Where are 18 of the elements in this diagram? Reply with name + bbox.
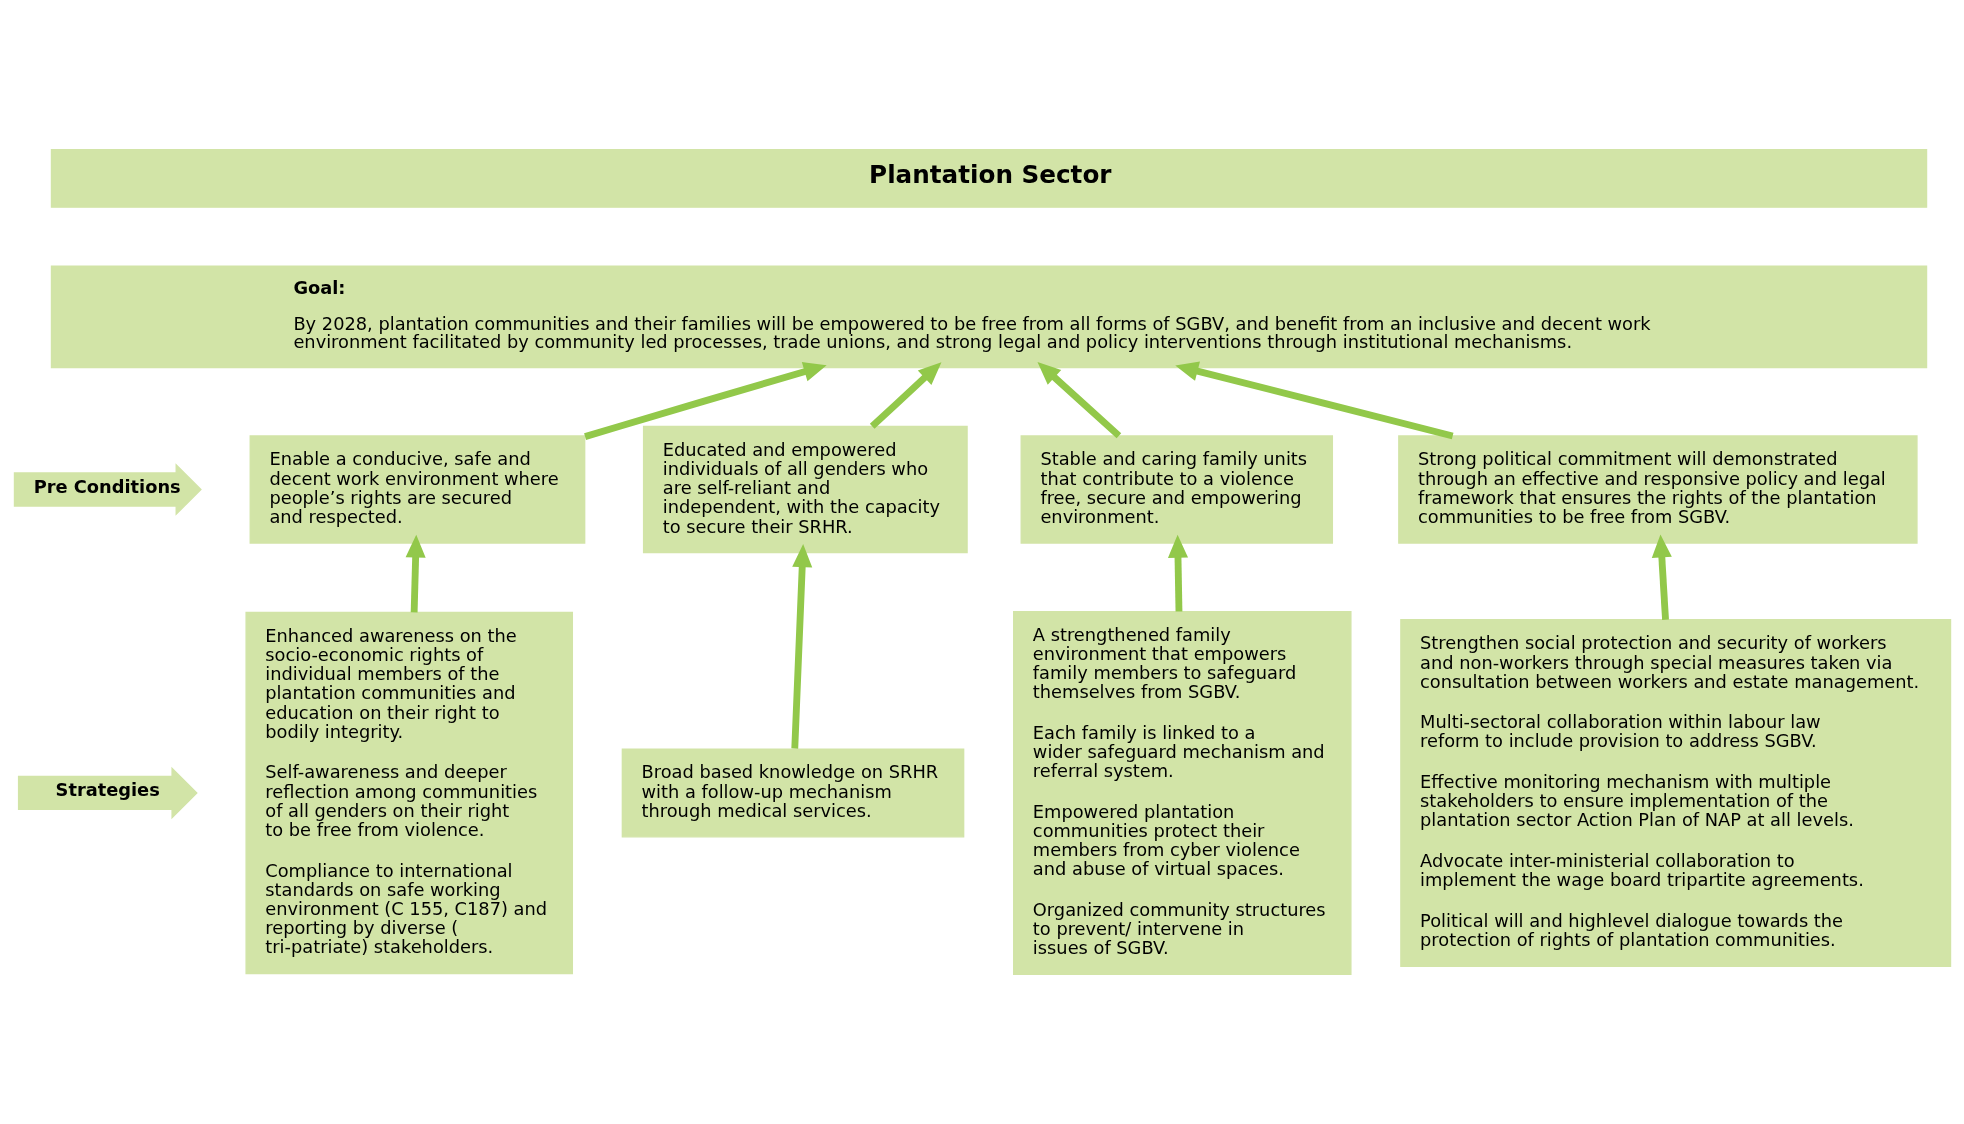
arrow bbox=[583, 361, 827, 440]
node-box: Enhanced awareness on the socio-economic rights of individual members of the plantation communities and education on their right to bodily integrity. Self-awareness and deeper reflection among communities of all genders on their right to be free from violence. Compliance to international standards on safe working environment (C 155, C187) and reporting by diverse ( tri-patriate) stakeholders. bbox=[244, 611, 573, 975]
node-box: Stable and caring family units that contribute to a violence free, secure and empowering environment. bbox=[1020, 435, 1333, 544]
arrow bbox=[1174, 361, 1453, 440]
arrow bbox=[869, 362, 941, 429]
node-box: Goal: By 2028, plantation communities and their families will be empowered to be free from all forms of SGBV, and benefit from an inclusive and decent work environment facilitated by community led processes, trade unions, and strong legal and policy interventions through institutional mechanisms. bbox=[50, 265, 1927, 369]
node-box: Plantation Sector bbox=[50, 148, 1927, 208]
node-box: A strengthened family environment that empowers family members to safeguard themselves from SGBV. Each family is linked to a wider safeguard mechanism and referral system. Empowered plantation communities protect their members from cyber violence and abuse of virtual spaces. Organized community structures to prevent/ intervene in issues of SGBV. bbox=[1012, 610, 1352, 975]
arrow bbox=[1167, 534, 1188, 612]
arrow bbox=[1036, 362, 1121, 439]
node-box: Strengthen social protection and security of workers and non-workers through special measures taken via consultation between workers and estate management. Multi-sectoral collaboration within labour law reform to include provision to address SGBV. Effective monitoring mechanism with multiple stakeholders to ensure implementation of the plantation sector Action Plan of NAP at all levels. Advocate inter-ministerial collaboration to implement the wage board tripartite agreements. Political will and highlevel dialogue towards the protection of rights of plantation communities. bbox=[1399, 619, 1951, 967]
arrow bbox=[790, 544, 812, 749]
arrow bbox=[1651, 534, 1672, 620]
arrow bbox=[405, 534, 426, 613]
node-box: Educated and empowered individuals of all genders who are self-reliant and independent, with the capacity to secure their SRHR. bbox=[642, 425, 968, 554]
node-box: Broad based knowledge on SRHR with a follow-up mechanism through medical services. bbox=[621, 748, 964, 838]
node-box: Strong political commitment will demonstrated through an effective and responsive policy and legal framework that ensures the rights of the plantation communities to be free from SGBV. bbox=[1397, 435, 1918, 544]
node-box: Enable a conducive, safe and decent work environment where people’s rights are secured and respected. bbox=[249, 435, 585, 544]
